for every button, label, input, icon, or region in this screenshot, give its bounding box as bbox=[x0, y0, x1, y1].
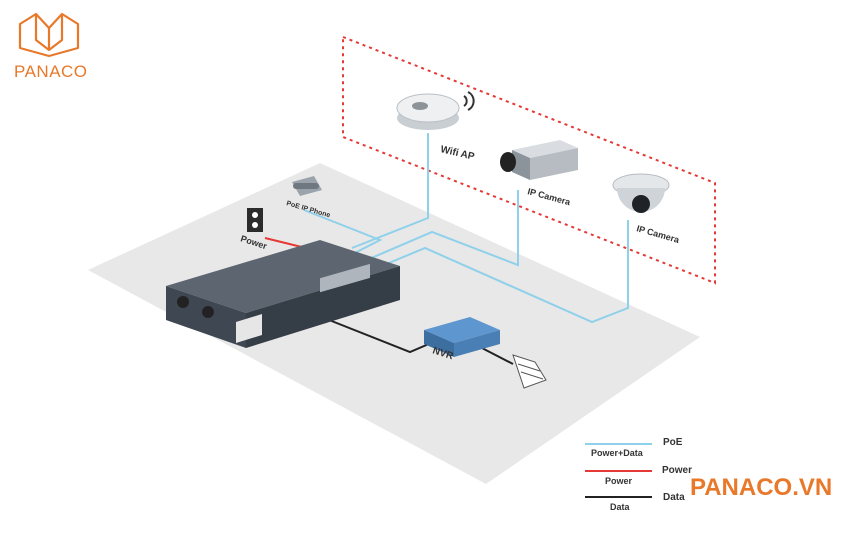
wifi-signal-icon bbox=[463, 91, 475, 111]
legend-poe-sub: Power+Data bbox=[591, 448, 643, 458]
legend-power-sub: Power bbox=[605, 476, 633, 486]
dome-camera-label: IP Camera bbox=[635, 223, 681, 245]
legend-data-name: Data bbox=[663, 492, 685, 503]
legend-power-name: Power bbox=[662, 465, 693, 476]
panaco-logo-icon bbox=[18, 12, 80, 58]
dome-camera-icon bbox=[612, 173, 670, 213]
wifi-ap-icon bbox=[396, 93, 460, 130]
poe-cable-box-camera bbox=[361, 190, 519, 267]
floor-plane bbox=[88, 163, 700, 484]
legend-poe-name: PoE bbox=[663, 437, 683, 448]
legend-data-sub: Data bbox=[610, 502, 630, 512]
camera-zone-boundary bbox=[342, 35, 716, 285]
poe-cables bbox=[303, 133, 629, 324]
poe-switch bbox=[166, 240, 400, 348]
ip-phone-icon bbox=[292, 176, 322, 196]
poe-cable-wifi-ap bbox=[351, 133, 429, 249]
website-label: PANACO.VN bbox=[690, 474, 833, 501]
monitor-icon bbox=[512, 354, 547, 389]
box-camera-icon bbox=[500, 140, 578, 180]
box-camera-label: IP Camera bbox=[526, 186, 572, 207]
poe-cable-dome-camera bbox=[371, 220, 629, 324]
data-cable-monitor bbox=[479, 346, 514, 365]
power-socket-icon bbox=[247, 208, 263, 232]
brand-name: PANACO bbox=[14, 62, 88, 81]
nvr-icon bbox=[424, 317, 500, 357]
wifi-ap-label: Wifi AP bbox=[439, 144, 475, 163]
